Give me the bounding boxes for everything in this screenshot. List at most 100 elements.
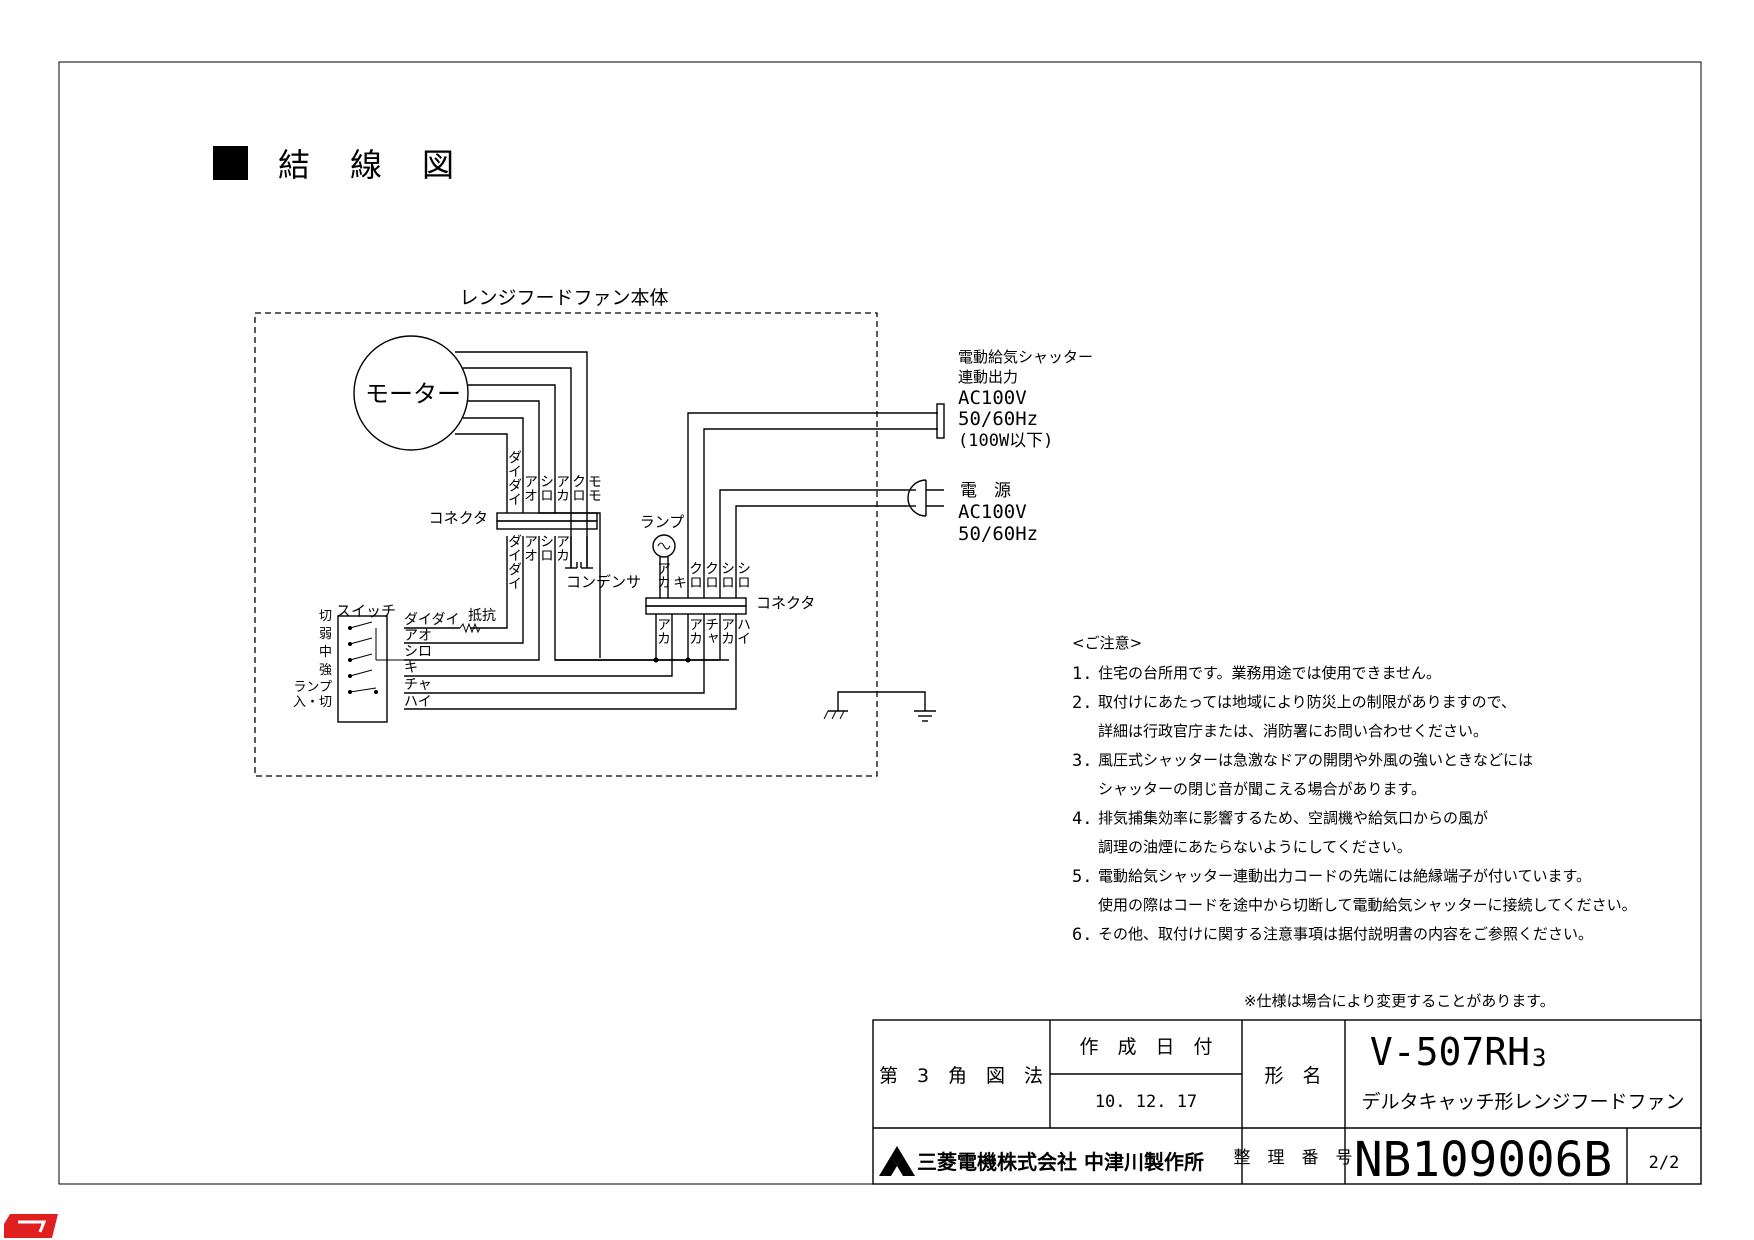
notes-title: <ご注意> — [1072, 634, 1142, 652]
svg-text:強: 強 — [319, 663, 332, 678]
junction-dot — [685, 657, 691, 663]
svg-text:詳細は行政官庁または、消防署にお問い合わせください。: 詳細は行政官庁または、消防署にお問い合わせください。 — [1098, 722, 1488, 740]
right-connector-labels-lower: アカ アカ チャ アカ ハイ — [655, 617, 751, 645]
svg-text:1.: 1. — [1072, 664, 1092, 684]
svg-text:その他、取付けに関する注意事項は据付説明書の内容をご参照くだ: その他、取付けに関する注意事項は据付説明書の内容をご参照ください。 — [1098, 925, 1593, 943]
lamp-symbol — [652, 534, 676, 558]
svg-text:ランプ: ランプ — [293, 680, 332, 695]
svg-text:調理の油煙にあたらないようにしてください。: 調理の油煙にあたらないようにしてください。 — [1098, 838, 1412, 856]
resistor-label: 抵抗 — [468, 608, 496, 624]
svg-text:住宅の台所用です。業務用途では使用できません。: 住宅の台所用です。業務用途では使用できません。 — [1098, 664, 1441, 682]
motor-connector-plug — [496, 512, 598, 522]
svg-text:シロ: シロ — [538, 534, 554, 562]
svg-text:取付けにあたっては地域により防災上の制限がありますので、: 取付けにあたっては地域により防災上の制限がありますので、 — [1098, 693, 1516, 711]
motor-wire-labels-lower: ダイダイ アオ シロ アカ — [506, 534, 570, 590]
svg-text:ハイ: ハイ — [735, 617, 751, 645]
svg-text:クロ: クロ — [703, 561, 719, 589]
svg-text:チャ: チャ — [404, 677, 432, 693]
svg-text:(100W以下): (100W以下) — [958, 431, 1053, 451]
svg-text:ダイダイ: ダイダイ — [506, 450, 522, 506]
svg-text:5.: 5. — [1072, 867, 1092, 887]
svg-text:AC100V: AC100V — [958, 387, 1027, 409]
right-connector-socket — [645, 605, 747, 615]
svg-text:ダイダイ: ダイダイ — [506, 534, 522, 590]
svg-text:電動給気シャッター連動出力コードの先端には絶縁端子が付いてい: 電動給気シャッター連動出力コードの先端には絶縁端子が付いています。 — [1098, 867, 1591, 885]
right-connector-plug — [645, 597, 747, 607]
svg-text:4.: 4. — [1072, 809, 1092, 829]
svg-text:使用の際はコードを途中から切断して電動給気シャッターに接続し: 使用の際はコードを途中から切断して電動給気シャッターに接続してください。 — [1098, 896, 1637, 914]
svg-text:クロ: クロ — [687, 561, 703, 589]
sheet-number: 2/2 — [1649, 1153, 1680, 1173]
svg-text:モモ: モモ — [586, 474, 602, 502]
ground-icon — [823, 691, 936, 722]
svg-text:クロ: クロ — [570, 474, 586, 502]
connector-right-label: コネクタ — [756, 594, 815, 612]
date-value: 10. 12. 17 — [1095, 1092, 1197, 1112]
svg-text:アオ: アオ — [404, 628, 432, 644]
svg-text:シャッターの閉じ音が聞こえる場合があります。: シャッターの閉じ音が聞こえる場合があります。 — [1098, 780, 1426, 798]
drawing-frame — [58, 61, 1702, 1185]
svg-text:2.: 2. — [1072, 693, 1092, 713]
page-title: 結 線 図 — [278, 146, 458, 184]
switch-position-labels: 切 弱 中 強 ランプ 入・切 — [293, 609, 332, 710]
shutter-terminal-icon — [936, 403, 945, 439]
capacitor-symbol — [565, 562, 593, 569]
ref-label: 整 理 番 号 — [1234, 1148, 1353, 1168]
svg-text:アカ: アカ — [655, 561, 671, 589]
svg-text:中: 中 — [319, 645, 332, 660]
svg-text:電 源: 電 源 — [960, 481, 1011, 501]
svg-text:弱: 弱 — [319, 627, 332, 642]
product-name: デルタキャッチ形レンジフードファン — [1361, 1091, 1684, 1113]
svg-text:アカ: アカ — [554, 534, 570, 562]
svg-text:シロ: シロ — [735, 561, 751, 589]
svg-text:アカ: アカ — [719, 617, 735, 645]
ref-number: NB109006B — [1354, 1132, 1612, 1188]
lamp-label: ランプ — [640, 513, 685, 531]
resistor-symbol — [459, 622, 481, 634]
company-name: 三菱電機株式会社 中津川製作所 — [917, 1150, 1204, 1174]
unit-boundary — [254, 312, 878, 777]
mitsubishi-logo-icon — [879, 1146, 915, 1176]
heading-square-icon — [213, 146, 248, 180]
spec-note: ※仕様は場合により変更することがあります。 — [1244, 992, 1555, 1010]
svg-text:ハイ: ハイ — [404, 694, 432, 710]
model-value: V-507RH — [1370, 1030, 1530, 1074]
power-label: 電 源 AC100V 50/60Hz — [958, 481, 1038, 545]
motor-connector-socket — [496, 520, 598, 530]
motor-wires — [404, 351, 729, 661]
svg-text:チャ: チャ — [703, 617, 719, 645]
unit-label: レンジフードファン本体 — [459, 287, 668, 309]
switch-contacts — [348, 621, 404, 694]
date-label: 作 成 日 付 — [1079, 1036, 1212, 1058]
svg-text:アカ: アカ — [554, 474, 570, 502]
switch-box — [337, 615, 388, 723]
svg-text:連動出力: 連動出力 — [958, 368, 1018, 386]
svg-text:アオ: アオ — [522, 534, 538, 562]
corner-mark-icon — [4, 1214, 58, 1238]
motor-symbol — [353, 335, 469, 451]
switch-label: スイッチ — [336, 602, 396, 620]
svg-text:シロ: シロ — [538, 474, 554, 502]
svg-text:6.: 6. — [1072, 925, 1092, 945]
svg-text:キ: キ — [671, 575, 687, 589]
svg-text:切: 切 — [319, 609, 332, 624]
svg-text:シロ: シロ — [404, 644, 432, 660]
right-connector-labels-upper: アカ キ クロ クロ シロ シロ — [655, 561, 751, 589]
svg-text:アオ: アオ — [522, 474, 538, 502]
svg-text:50/60Hz: 50/60Hz — [958, 408, 1038, 430]
connector-top-label: コネクタ — [429, 509, 488, 527]
model-label: 形 名 — [1264, 1065, 1321, 1087]
junction-dot — [653, 657, 659, 663]
capacitor-label: コンデンサ — [566, 573, 641, 591]
title-block — [872, 1019, 1702, 1185]
svg-text:風圧式シャッターは急激なドアの開閉や外風の強いときなどには: 風圧式シャッターは急激なドアの開閉や外風の強いときなどには — [1098, 751, 1533, 769]
svg-text:電動給気シャッター: 電動給気シャッター — [958, 348, 1093, 366]
model-subscript: 3 — [1532, 1044, 1546, 1072]
svg-text:キ: キ — [404, 660, 418, 676]
svg-text:AC100V: AC100V — [958, 501, 1027, 523]
notes-list: 1. 住宅の台所用です。業務用途では使用できません。 2. 取付けにあたっては地… — [1072, 664, 1637, 945]
switch-wire-labels: ダイダイ アオ シロ キ チャ ハイ — [404, 612, 459, 710]
svg-text:アカ: アカ — [655, 617, 671, 645]
lamp-filament-icon — [657, 542, 671, 550]
